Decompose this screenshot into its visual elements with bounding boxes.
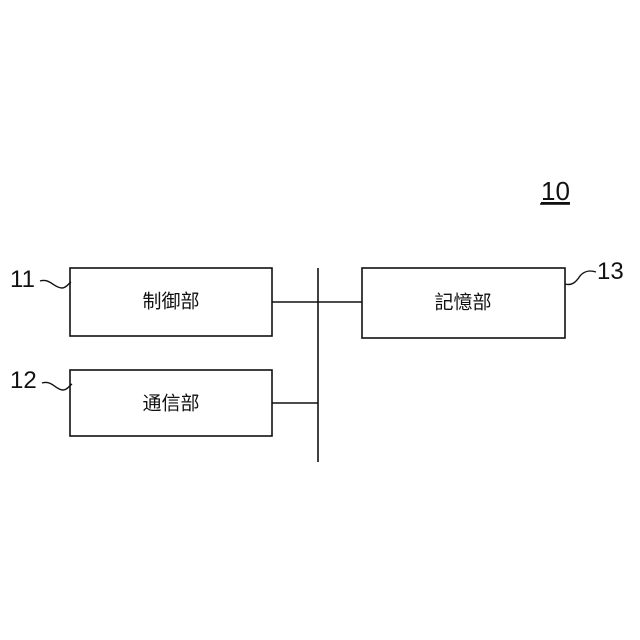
storage-block-label: 記憶部	[434, 292, 491, 314]
communication-block-label: 通信部	[142, 393, 199, 415]
control-ref-leader	[40, 280, 71, 288]
control-ref-label: 11	[10, 266, 35, 293]
communication-ref-label: 12	[10, 367, 37, 394]
control-block-label: 制御部	[142, 291, 199, 313]
communication-ref-leader	[42, 382, 72, 390]
system-ref-label: 10	[541, 176, 570, 206]
storage-ref-leader	[565, 271, 596, 284]
storage-ref-label: 13	[597, 258, 624, 285]
